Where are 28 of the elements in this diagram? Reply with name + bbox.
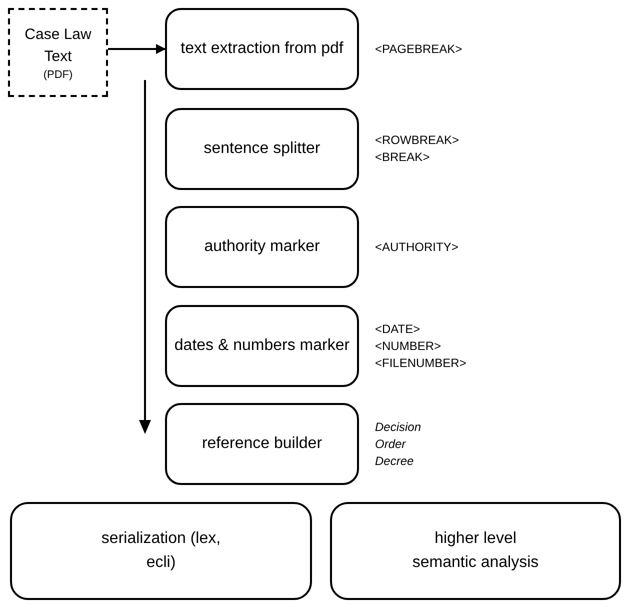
arrow [108,44,166,54]
box-label: authority marker [204,237,320,257]
tag-label: <FILENUMBER> [375,354,466,372]
box-label: reference builder [202,434,322,454]
process-box [330,502,621,600]
output-type-label: Decree [375,452,415,470]
source-document-box [8,8,108,97]
process-box [10,502,312,600]
process-box [165,305,359,387]
output-type-label: Decision [375,418,422,436]
box-label: serialization (lex, ecli) [100,529,222,573]
output-type-label: Order [375,436,407,452]
tag-label: <NUMBER> [375,338,442,354]
tag-label: <PAGEBREAK> [375,40,462,58]
box-label: higher level semantic analysis [411,529,540,573]
process-box [165,403,359,485]
tag-label: <BREAK> [375,149,431,166]
process-box [165,206,359,288]
tag-label: <ROWBREAK> [375,132,460,149]
box-label: dates & numbers marker [174,336,350,356]
process-box [165,108,359,190]
box-label: Case Law Text [24,24,92,66]
box-label: sentence splitter [204,139,320,159]
process-box [165,8,359,90]
box-sublabel: (PDF) [43,68,73,82]
tag-label: <AUTHORITY> [375,238,458,256]
box-label: text extraction from pdf [180,39,344,59]
tag-label: <DATE> [375,320,422,338]
